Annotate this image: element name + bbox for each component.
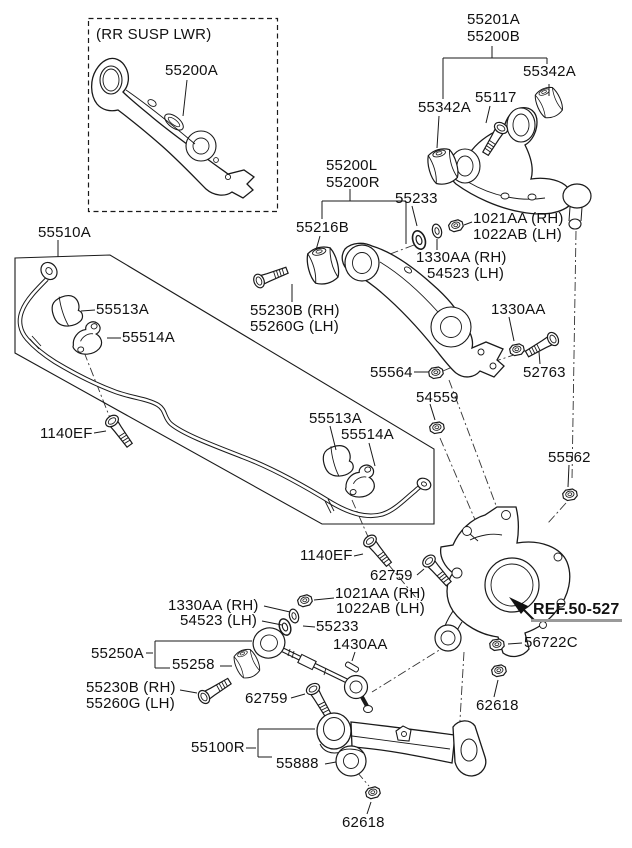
- bushing-55513a-2: [319, 441, 356, 481]
- bolt-1140ef-2: [360, 532, 395, 570]
- leader-62618-1: [493, 679, 499, 698]
- callout-55514a-2: 55514A: [341, 426, 394, 443]
- callout-55117: 55117: [475, 89, 517, 106]
- callout-55513a-2: 55513A: [309, 410, 362, 427]
- inset-box: [87, 17, 279, 213]
- callout-55258: 55258: [172, 656, 215, 673]
- callout-55510a: 55510A: [38, 224, 91, 241]
- nut-55564: [427, 365, 445, 380]
- callout-55260g-2: 55260G (LH): [86, 695, 175, 712]
- bracket-55200lr: [291, 189, 418, 302]
- callout-52763: 52763: [523, 364, 566, 381]
- callout-54523-lh-1: 54523 (LH): [427, 265, 505, 282]
- inset-lower-arm: [90, 57, 256, 199]
- leaders-52763: [508, 316, 541, 365]
- bracket-55250a: [146, 597, 356, 699]
- ref-link[interactable]: REF.50-527: [531, 602, 622, 622]
- callout-1021aa-1: 1021AA (RH): [473, 210, 564, 227]
- bracket-55201a: [436, 46, 550, 149]
- leader-62759-1: [416, 568, 425, 576]
- callout-55100r: 55100R: [191, 739, 245, 756]
- callout-1330aa-rh-2: 1330AA (RH): [168, 597, 259, 614]
- callout-55233-2: 55233: [316, 618, 359, 635]
- bracket-55100r: [246, 728, 337, 765]
- trailing-arm-55100r: [316, 712, 487, 777]
- leaders-1021aa-1330aa: [436, 221, 473, 250]
- nut-1021aa-1: [447, 218, 465, 234]
- callout-1430aa: 1430AA: [333, 636, 388, 653]
- callout-55564: 55564: [370, 364, 413, 381]
- callout-55260g-1: 55260G (LH): [250, 318, 339, 335]
- callout-1330aa: 1330AA: [491, 301, 546, 318]
- callout-55514a-1: 55514A: [122, 329, 175, 346]
- washer-1330aa-2: [287, 607, 301, 625]
- callout-55342a-right: 55342A: [523, 63, 576, 80]
- callout-55201a: 55201A: [467, 11, 520, 28]
- leader-55200a: [182, 79, 188, 117]
- leader-56722c: [507, 642, 523, 645]
- callout-55888: 55888: [276, 755, 319, 772]
- callout-55230b-2: 55230B (RH): [86, 679, 176, 696]
- bracket-55514a-1: [67, 319, 107, 359]
- nut-62618-2: [364, 785, 382, 801]
- callout-1140ef-2: 1140EF: [300, 547, 353, 564]
- callout-62618-2: 62618: [342, 814, 385, 831]
- bushing-55513a-1: [47, 291, 86, 331]
- leader-54559: [429, 403, 436, 421]
- inset-note: (RR SUSP LWR): [96, 26, 212, 43]
- callout-56722c: 56722C: [524, 634, 578, 651]
- stabilizer-box: [14, 254, 435, 525]
- washer-1330aa-1: [430, 222, 444, 240]
- callout-1330aa-rh-1: 1330AA (RH): [416, 249, 507, 266]
- callout-55230b-1: 55230B (RH): [250, 302, 340, 319]
- bolt-55230b-1: [251, 263, 291, 290]
- pin-1430aa: [344, 661, 360, 673]
- washer-55233-1: [409, 228, 429, 252]
- callout-55562: 55562: [548, 449, 591, 466]
- callout-55200r: 55200R: [326, 174, 380, 191]
- callout-62759-1: 62759: [370, 567, 413, 584]
- callout-1022ab-2: 1022AB (LH): [336, 600, 425, 617]
- callout-55216b: 55216B: [296, 219, 349, 236]
- leader-62618-2: [366, 801, 372, 815]
- lower-arm-55200lr: [341, 242, 505, 378]
- callout-55342a-left: 55342A: [418, 99, 471, 116]
- callout-55200b: 55200B: [467, 28, 520, 45]
- nut-1330aa: [508, 342, 526, 357]
- callout-54559: 54559: [416, 389, 459, 406]
- bolt-52763: [522, 329, 562, 361]
- callout-55250a: 55250A: [91, 645, 144, 662]
- callout-1022ab-1: 1022AB (LH): [473, 226, 562, 243]
- bolt-1140ef-1: [102, 412, 136, 450]
- callout-62618-1: 62618: [476, 697, 519, 714]
- bolt-62759-2: [303, 680, 335, 720]
- callout-55233-1: 55233: [395, 190, 438, 207]
- nut-1021aa-2: [296, 593, 314, 609]
- toe-link-55250a: [252, 627, 373, 713]
- bolt-55230b-2: [195, 674, 234, 707]
- callout-1140ef-1: 1140EF: [40, 425, 93, 442]
- callout-1021aa-2: 1021AA (RH): [335, 585, 426, 602]
- callout-55513a-1: 55513A: [96, 301, 149, 318]
- leader-55562: [567, 464, 570, 488]
- callout-55200l: 55200L: [326, 157, 378, 174]
- nut-54559: [428, 420, 446, 435]
- bushing-55216b: [303, 243, 343, 288]
- stabilizer-bar-55510a: [17, 261, 432, 519]
- callout-62759-2: 62759: [245, 690, 288, 707]
- leaders-stabilizer: [57, 240, 376, 557]
- nut-62618-1: [490, 663, 508, 678]
- callout-55200a: 55200A: [165, 62, 218, 79]
- nut-55562: [561, 487, 579, 502]
- callout-54523-lh-2: 54523 (LH): [180, 612, 258, 629]
